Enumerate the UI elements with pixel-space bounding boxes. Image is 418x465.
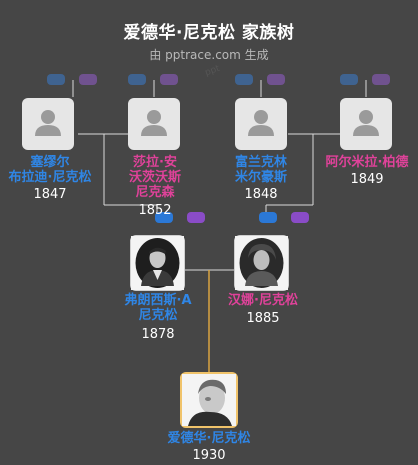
person-name-gm2: 阿尔米拉·柏德	[325, 155, 409, 170]
person-card-gf1[interactable]	[22, 98, 74, 150]
father-link-badge[interactable]	[128, 74, 146, 85]
person-year-gf2: 1848	[244, 187, 278, 202]
person-year-gf1: 1847	[33, 187, 67, 202]
person-silhouette-icon	[141, 110, 167, 136]
father-link-badge[interactable]	[340, 74, 358, 85]
mother-link-badge[interactable]	[79, 74, 97, 85]
mother-link-badge[interactable]	[291, 212, 309, 223]
father-link-badge[interactable]	[47, 74, 65, 85]
person-year-gm2: 1849	[350, 172, 384, 187]
portrait-self-icon	[182, 374, 236, 426]
person-name-gf1: 塞缪尔布拉迪·尼克松	[8, 155, 92, 185]
person-silhouette-icon	[248, 110, 274, 136]
mother-link-badge[interactable]	[267, 74, 285, 85]
page-title: 爱德华·尼克松 家族树	[123, 23, 295, 43]
person-year-self: 1930	[192, 448, 226, 463]
person-silhouette-icon	[35, 110, 61, 136]
person-card-gm1[interactable]	[128, 98, 180, 150]
person-year-gm1: 1852	[138, 203, 172, 218]
person-year-mother: 1885	[246, 311, 280, 326]
person-card-gm2[interactable]	[340, 98, 392, 150]
person-name-gm1: 莎拉·安沃茨沃斯尼克森	[128, 155, 181, 200]
person-silhouette-icon	[353, 110, 379, 136]
father-link-badge[interactable]	[259, 212, 277, 223]
portrait-woman-icon	[235, 236, 288, 290]
father-link-badge[interactable]	[235, 74, 253, 85]
father-link-badge[interactable]	[155, 212, 173, 223]
person-name-self: 爱德华·尼克松	[167, 431, 251, 446]
person-card-gf2[interactable]	[235, 98, 287, 150]
person-card-self[interactable]	[180, 372, 238, 428]
person-year-father: 1878	[141, 327, 175, 342]
mother-link-badge[interactable]	[187, 212, 205, 223]
mother-link-badge[interactable]	[160, 74, 178, 85]
page-subtitle: 由 pptrace.com 生成	[149, 48, 269, 62]
person-card-mother[interactable]	[234, 235, 289, 291]
person-name-gf2: 富兰克林米尔豪斯	[234, 155, 287, 185]
person-card-father[interactable]	[130, 235, 185, 291]
portrait-man-icon	[131, 236, 184, 290]
mother-link-badge[interactable]	[372, 74, 390, 85]
person-name-mother: 汉娜·尼克松	[228, 293, 298, 308]
